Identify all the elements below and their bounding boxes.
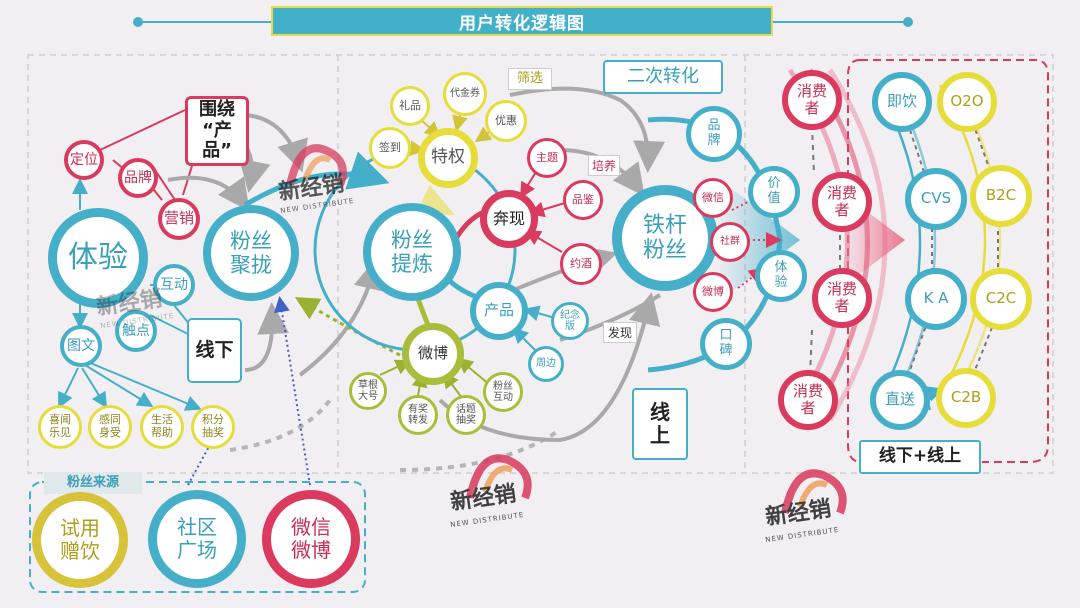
node-tiyan: 体验: [48, 208, 148, 308]
node-weixin: 微信: [693, 178, 733, 218]
node-youhui: 优惠: [485, 100, 527, 142]
node-xiaofeizhe-2: 消费 者: [812, 172, 872, 232]
node-shenghuo: 生活 帮助: [140, 405, 184, 449]
label-erci-zhuanhua: 二次转化: [603, 60, 723, 94]
node-xiaofeizhe-3: 消费 者: [812, 268, 872, 328]
node-gantong: 感同 身受: [88, 405, 132, 449]
node-b2c: B2C: [970, 165, 1032, 227]
node-jifen: 积分 抽奖: [191, 405, 235, 449]
page-title: 用户转化逻辑图: [271, 6, 773, 36]
node-ka: K A: [905, 268, 967, 330]
node-xianshang: 线 上: [632, 388, 688, 460]
node-zhoubian: 周边: [528, 346, 564, 382]
node-xiwen: 喜闻 乐见: [38, 405, 82, 449]
brand-swoosh-icon: [466, 454, 532, 500]
node-lipin: 礼品: [390, 86, 430, 126]
label-peiyang: 培养: [588, 155, 621, 176]
node-fensi-hudong: 粉丝 互动: [483, 372, 523, 412]
node-pinjian: 品鉴: [563, 180, 603, 220]
node-weibo: 微博: [402, 323, 464, 385]
node-zhuti: 主题: [527, 138, 567, 178]
brand-watermark-logo: 新经销 NEW DISTRIBUTE: [90, 245, 180, 335]
node-c2c: C2C: [970, 268, 1032, 330]
node-xiaofeizhe-4: 消费 者: [778, 370, 838, 430]
node-chudian: 触点: [115, 310, 157, 352]
fans-source-label: 粉丝来源: [44, 472, 142, 494]
node-jinianban: 纪念 版: [551, 302, 589, 340]
node-shiyong: 试用 赠饮: [32, 492, 128, 588]
brand-watermark-logo: 新经销 NEW DISTRIBUTE: [755, 455, 865, 565]
node-fensi-julong: 粉丝 聚拢: [203, 205, 299, 301]
node-tiyan-2: 体 验: [755, 250, 807, 302]
node-xianxia: 线下: [187, 318, 242, 383]
node-chanpin: 产品: [470, 282, 528, 340]
node-c2b: C2B: [936, 368, 996, 428]
node-weixin-weibo: 微信 微博: [262, 490, 360, 588]
node-youjiang: 有奖 转发: [398, 395, 438, 435]
node-dingwei: 定位: [64, 140, 104, 180]
label-faxian: 发现: [603, 322, 638, 343]
node-benxian: 奔现: [480, 190, 538, 248]
node-shequn: 社群: [710, 222, 750, 262]
node-weibo-2: 微博: [693, 272, 733, 312]
node-caogen: 草根 大号: [349, 372, 387, 410]
node-jiyin: 即饮: [872, 72, 932, 132]
brand-watermark-logo: 新经销 NEW DISTRIBUTE: [270, 130, 360, 220]
node-fensi-tilian: 粉丝 提炼: [363, 203, 461, 301]
node-xiaofeizhe-1: 消费 者: [782, 70, 842, 130]
node-shequ: 社区 广场: [148, 490, 246, 588]
node-pinpai-2: 品 牌: [686, 106, 742, 162]
node-zhisong: 直送: [870, 370, 930, 430]
node-yuejiu: 约酒: [560, 243, 602, 285]
node-jiazhi: 价 值: [748, 166, 800, 218]
node-cvs: CVS: [905, 168, 967, 230]
brand-watermark-logo: 新经销 NEW DISTRIBUTE: [440, 440, 550, 550]
node-pinpai: 品牌: [118, 158, 158, 198]
label-shaixuan: 筛选: [508, 68, 552, 90]
node-weirao-chanpin: 围绕 “产品”: [185, 96, 249, 166]
node-tequan: 特权: [418, 128, 478, 188]
node-koubei: 口 碑: [700, 318, 752, 370]
node-o2o: O2O: [937, 72, 997, 132]
brand-swoosh-icon: [286, 144, 347, 187]
node-tuwen: 图文: [60, 325, 102, 367]
label-xianxia-xianshang: 线下+线上: [859, 440, 981, 474]
brand-swoosh-icon: [781, 469, 847, 515]
node-hudong: 互动: [153, 264, 195, 306]
node-qiandao: 签到: [369, 127, 411, 169]
node-yingxiao: 营销: [158, 198, 200, 240]
node-huati: 话题 抽奖: [446, 395, 486, 435]
node-daijinquan: 代金券: [443, 72, 487, 116]
